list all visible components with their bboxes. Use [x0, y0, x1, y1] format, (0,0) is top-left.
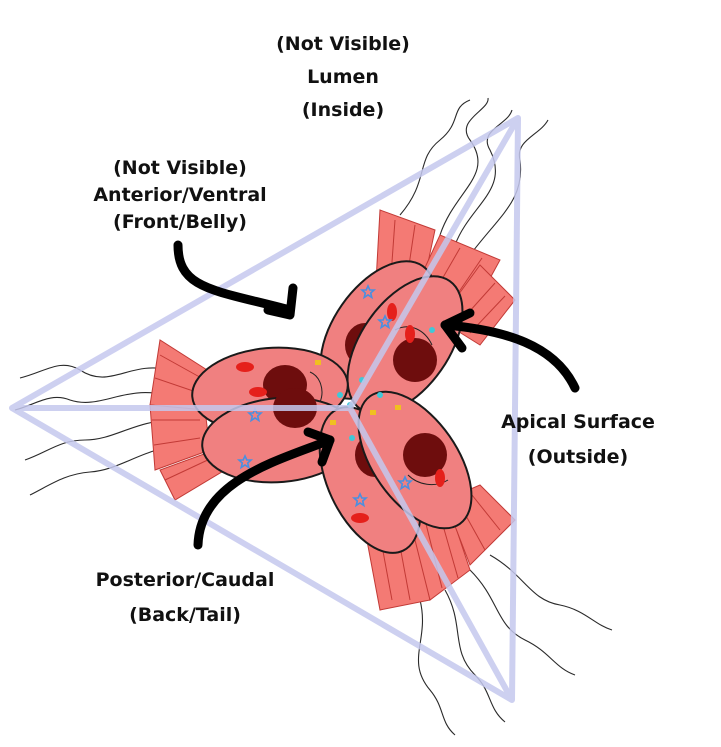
posterior-label: Posterior/Caudal (Back/Tail)	[70, 563, 300, 633]
flagellum	[399, 99, 471, 216]
nucleus-icon	[393, 338, 437, 382]
lumen-label-line2: Lumen	[307, 66, 379, 88]
flagellum	[489, 554, 613, 631]
organelle-yellow	[315, 360, 321, 365]
arrow-icon	[193, 435, 335, 550]
dot-cyan	[429, 327, 435, 333]
organelle-red	[387, 303, 397, 321]
flagellum	[444, 589, 506, 723]
lumen-label-line1: (Not Visible)	[276, 33, 410, 55]
dot-cyan	[337, 392, 343, 398]
cell	[346, 275, 464, 415]
arrow-icon	[173, 240, 295, 315]
arrow-icon	[440, 320, 580, 393]
apical-label-line2: (Outside)	[527, 446, 629, 468]
arrows	[173, 240, 580, 550]
lumen-triangle	[9, 115, 521, 703]
organelles	[236, 285, 445, 523]
flagellum	[417, 599, 456, 736]
posterior-label-line1: Posterior/Caudal	[95, 569, 275, 591]
posterior-label-line2: (Back/Tail)	[129, 604, 241, 626]
cells	[191, 260, 473, 554]
lumen-label: (Not Visible) Lumen (Inside)	[243, 28, 443, 127]
organelle-yellow	[370, 410, 376, 415]
anterior-label-line2: Anterior/Ventral	[93, 184, 267, 206]
flagellum	[19, 364, 171, 379]
dot-cyan	[349, 435, 355, 441]
organelle-yellow	[395, 405, 401, 410]
apical-label: Apical Surface (Outside)	[478, 405, 678, 475]
dot-cyan	[377, 392, 383, 398]
apical-label-line1: Apical Surface	[501, 411, 655, 433]
nucleus-icon	[403, 433, 447, 477]
flagellum	[454, 109, 513, 246]
organelle-red	[351, 513, 369, 523]
arrow-icon	[303, 427, 335, 467]
flagellum	[29, 444, 181, 496]
anterior-label-line1: (Not Visible)	[113, 157, 247, 179]
organelle-red	[236, 362, 254, 372]
flagellum	[24, 419, 176, 461]
flagellum	[469, 569, 576, 676]
organelle-red	[435, 469, 445, 487]
arrow-icon	[440, 308, 475, 353]
cell	[357, 390, 473, 530]
organelle-yellow	[330, 420, 336, 425]
anterior-label: (Not Visible) Anterior/Ventral (Front/Be…	[70, 155, 290, 236]
organelle-red	[405, 325, 415, 343]
anterior-label-line3: (Front/Belly)	[113, 211, 247, 233]
organelle-red	[249, 387, 267, 397]
lumen-label-line3: (Inside)	[301, 99, 385, 121]
arrow-icon	[263, 283, 298, 320]
flagellum	[14, 392, 166, 411]
